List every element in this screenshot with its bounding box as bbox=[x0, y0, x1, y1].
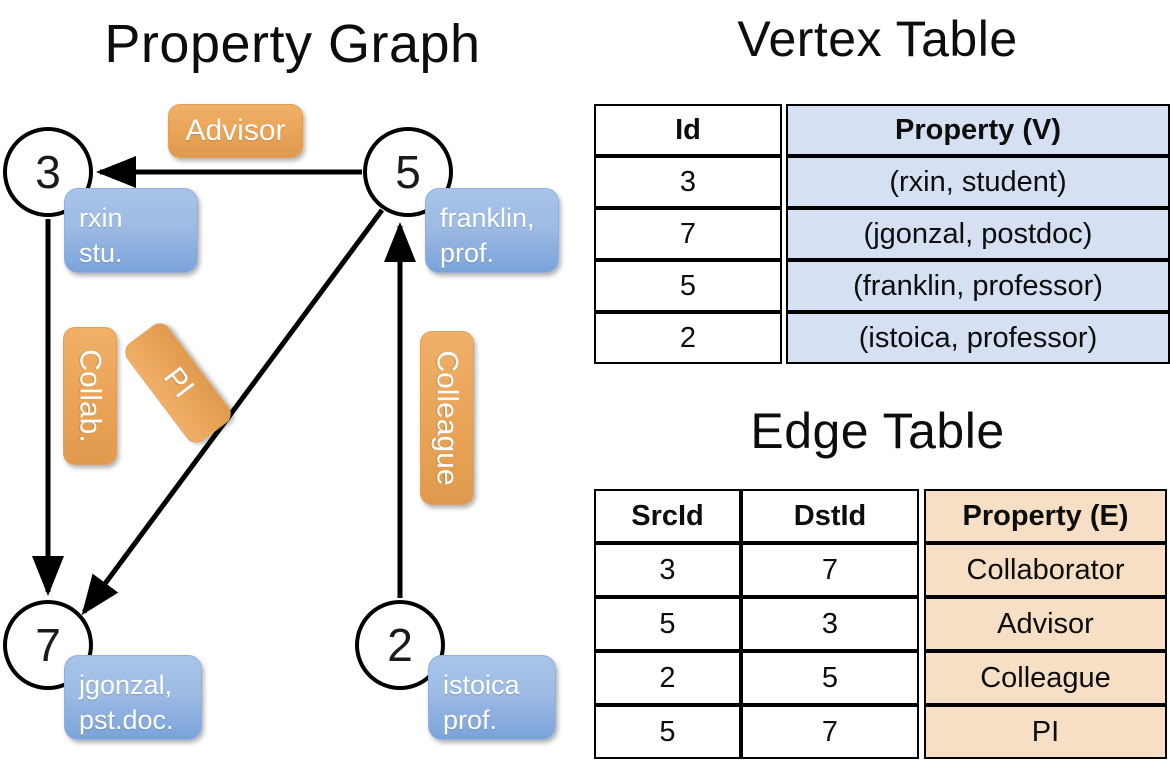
graph-node-2[interactable]: 2 bbox=[355, 600, 445, 690]
table-row: 2 (istoica, professor) bbox=[594, 312, 1170, 364]
node-property-callout-franklin: franklin, prof. bbox=[425, 188, 559, 273]
edge-label-text: PI bbox=[156, 361, 201, 404]
graph-edges-layer bbox=[32, 156, 416, 616]
node-property-callout-istoica: istoica prof. bbox=[428, 655, 556, 740]
table-header-row: Id Property (V) bbox=[594, 104, 1170, 156]
node-property-line2: pst.doc. bbox=[79, 705, 174, 735]
node-property-line1: jgonzal, bbox=[79, 670, 173, 700]
edge-arrow-5-to-7 bbox=[81, 208, 385, 616]
graph-node-5[interactable]: 5 bbox=[363, 127, 453, 217]
edge-table-header-property: Property (E) bbox=[924, 489, 1167, 543]
vertex-cell-property: (rxin, student) bbox=[786, 156, 1170, 208]
property-graph-diagram: 3 5 7 2 rxin stu. franklin, prof. jgonza… bbox=[3, 104, 559, 740]
edge-cell-srcid: 3 bbox=[594, 543, 741, 597]
edge-cell-dstid: 3 bbox=[741, 597, 919, 651]
table-row: 5 (franklin, professor) bbox=[594, 260, 1170, 312]
vertex-cell-id: 3 bbox=[594, 156, 782, 208]
edge-label-advisor: Advisor bbox=[168, 104, 303, 158]
table-row: 3 (rxin, student) bbox=[594, 156, 1170, 208]
table-row: 3 7 Collaborator bbox=[594, 543, 1167, 597]
page-title-edge-table: Edge Table bbox=[750, 403, 1005, 459]
edge-label-text: Advisor bbox=[185, 114, 286, 147]
vertex-cell-property: (jgonzal, postdoc) bbox=[786, 208, 1170, 260]
vertex-cell-id: 2 bbox=[594, 312, 782, 364]
edge-cell-property: PI bbox=[924, 705, 1167, 759]
node-property-callout-rxin: rxin stu. bbox=[64, 188, 198, 273]
vertex-cell-id: 5 bbox=[594, 260, 782, 312]
node-property-line1: franklin, bbox=[440, 203, 535, 233]
edge-table-header-dstid: DstId bbox=[741, 489, 919, 543]
edge-cell-srcid: 5 bbox=[594, 597, 741, 651]
edge-cell-property: Collaborator bbox=[924, 543, 1167, 597]
vertex-cell-id: 7 bbox=[594, 208, 782, 260]
edge-cell-property: Colleague bbox=[924, 651, 1167, 705]
node-property-line1: rxin bbox=[79, 203, 123, 233]
edge-cell-property: Advisor bbox=[924, 597, 1167, 651]
vertex-cell-property: (franklin, professor) bbox=[786, 260, 1170, 312]
edge-label-collab: Collab. bbox=[63, 327, 117, 465]
table-header-row: SrcId DstId Property (E) bbox=[594, 489, 1167, 543]
vertex-table-header-property: Property (V) bbox=[786, 104, 1170, 156]
edge-cell-srcid: 2 bbox=[594, 651, 741, 705]
table-row: 2 5 Colleague bbox=[594, 651, 1167, 705]
edge-cell-srcid: 5 bbox=[594, 705, 741, 759]
page-title-property-graph: Property Graph bbox=[104, 14, 481, 74]
page-title-vertex-table: Vertex Table bbox=[737, 11, 1018, 67]
node-property-line1: istoica bbox=[443, 670, 520, 700]
edge-table: SrcId DstId Property (E) 3 7 Collaborato… bbox=[594, 489, 1167, 759]
node-property-line2: prof. bbox=[443, 705, 498, 735]
table-row: 5 7 PI bbox=[594, 705, 1167, 759]
edge-label-text: Colleague bbox=[431, 350, 465, 486]
node-property-line2: prof. bbox=[440, 238, 495, 268]
edge-cell-dstid: 7 bbox=[741, 705, 919, 759]
vertex-table-header-id: Id bbox=[594, 104, 782, 156]
node-property-line2: stu. bbox=[79, 238, 123, 268]
node-property-callout-jgonzal: jgonzal, pst.doc. bbox=[64, 655, 202, 740]
edge-cell-dstid: 7 bbox=[741, 543, 919, 597]
table-row: 5 3 Advisor bbox=[594, 597, 1167, 651]
edge-label-text: Collab. bbox=[74, 349, 108, 443]
edge-label-colleague: Colleague bbox=[420, 331, 474, 505]
vertex-table: Id Property (V) 3 (rxin, student) 7 (jgo… bbox=[594, 104, 1170, 364]
vertex-cell-property: (istoica, professor) bbox=[786, 312, 1170, 364]
table-row: 7 (jgonzal, postdoc) bbox=[594, 208, 1170, 260]
edge-cell-dstid: 5 bbox=[741, 651, 919, 705]
edge-table-header-srcid: SrcId bbox=[594, 489, 741, 543]
